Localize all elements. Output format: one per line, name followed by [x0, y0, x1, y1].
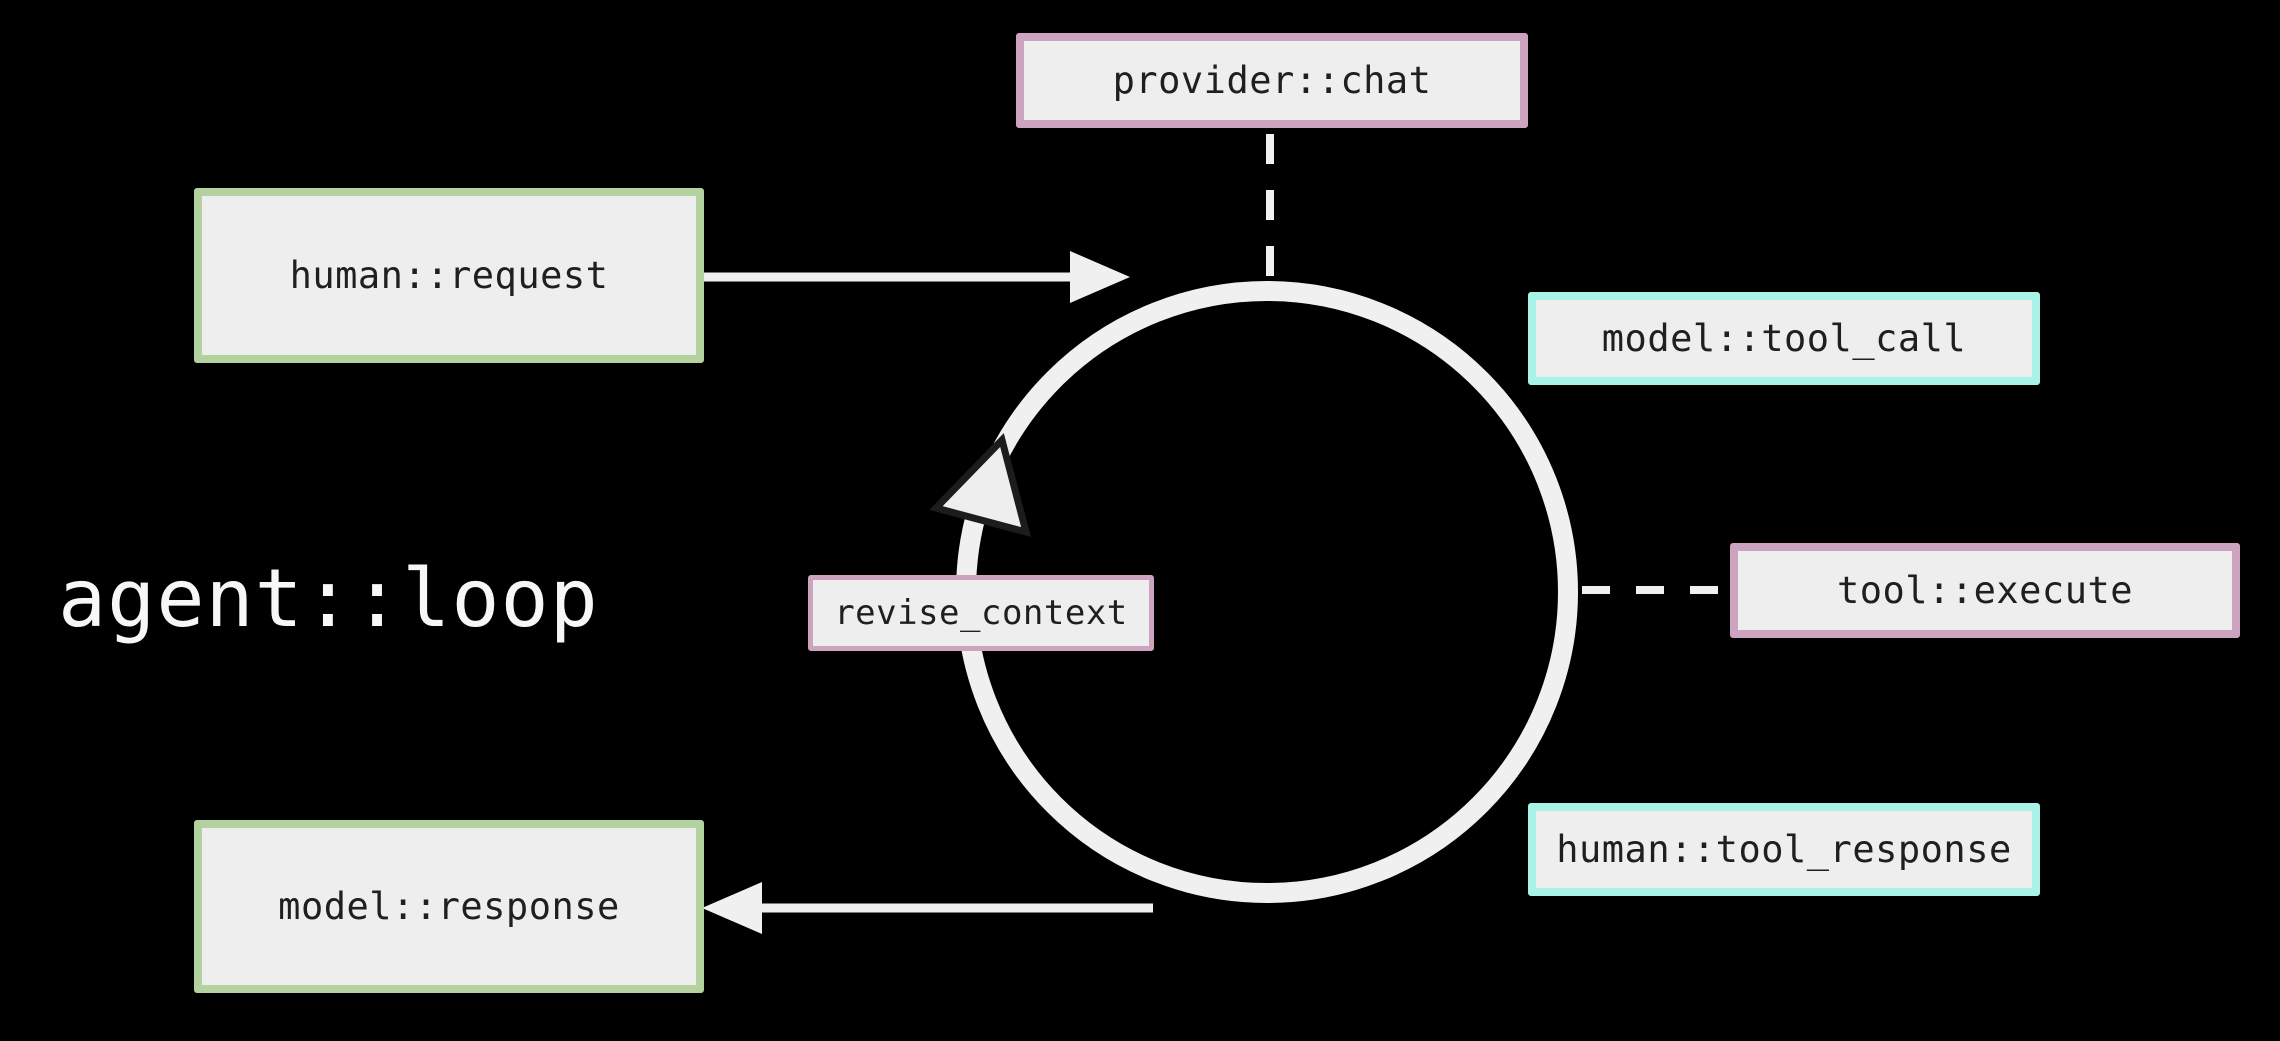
- node-human-request: human::request: [194, 188, 704, 363]
- node-model-tool-call: model::tool_call: [1528, 292, 2040, 385]
- diagram-title: agent::loop: [58, 552, 599, 645]
- node-tool-execute-label: tool::execute: [1836, 569, 2134, 612]
- node-provider-chat: provider::chat: [1016, 33, 1528, 128]
- node-model-response-label: model::response: [278, 885, 620, 928]
- node-human-tool-response-label: human::tool_response: [1556, 828, 2012, 871]
- node-provider-chat-label: provider::chat: [1112, 59, 1432, 102]
- arrow-left-icon: [702, 882, 762, 934]
- node-model-tool-call-label: model::tool_call: [1601, 317, 1967, 360]
- node-revise-context: revise_context: [808, 575, 1154, 651]
- node-human-request-label: human::request: [289, 254, 609, 297]
- arrow-right-icon: [1070, 251, 1130, 303]
- loop-direction-arrowhead-icon: [929, 433, 1031, 537]
- node-tool-execute: tool::execute: [1730, 543, 2240, 638]
- node-model-response: model::response: [194, 820, 704, 993]
- node-human-tool-response: human::tool_response: [1528, 803, 2040, 896]
- node-revise-context-label: revise_context: [834, 593, 1128, 633]
